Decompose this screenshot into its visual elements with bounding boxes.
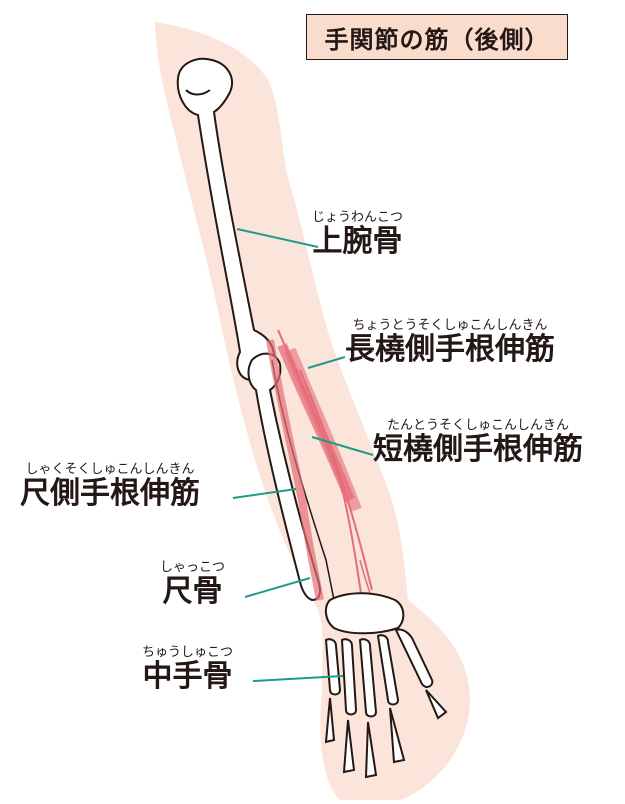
term-ulna: 尺骨 [160,575,225,609]
ruby-ecr-brevis: たんとうそくしゅこんしんきん [373,418,583,433]
ruby-ecr-longus: ちょうとうそくしゅこんしんきん [345,318,555,333]
label-ecu: しゃくそくしゅこんしんきん 尺側手根伸筋 [20,462,200,511]
label-metacarpal: ちゅうしゅこつ 中手骨 [142,645,233,694]
label-humerus: じょうわんこつ 上腕骨 [312,210,403,259]
term-metacarpal: 中手骨 [142,660,233,694]
term-humerus: 上腕骨 [312,225,403,259]
ruby-ecu: しゃくそくしゅこんしんきん [20,462,200,477]
term-ecr-longus: 長橈側手根伸筋 [345,333,555,367]
label-ecr-brevis: たんとうそくしゅこんしんきん 短橈側手根伸筋 [373,418,583,467]
diagram-title: 手関節の筋（後側） [306,14,568,60]
term-ecu: 尺側手根伸筋 [20,477,200,511]
term-ecr-brevis: 短橈側手根伸筋 [373,433,583,467]
ruby-humerus: じょうわんこつ [312,210,403,225]
label-ecr-longus: ちょうとうそくしゅこんしんきん 長橈側手根伸筋 [345,318,555,367]
ruby-ulna: しゃっこつ [160,560,225,575]
label-ulna: しゃっこつ 尺骨 [160,560,225,609]
ruby-metacarpal: ちゅうしゅこつ [142,645,233,660]
